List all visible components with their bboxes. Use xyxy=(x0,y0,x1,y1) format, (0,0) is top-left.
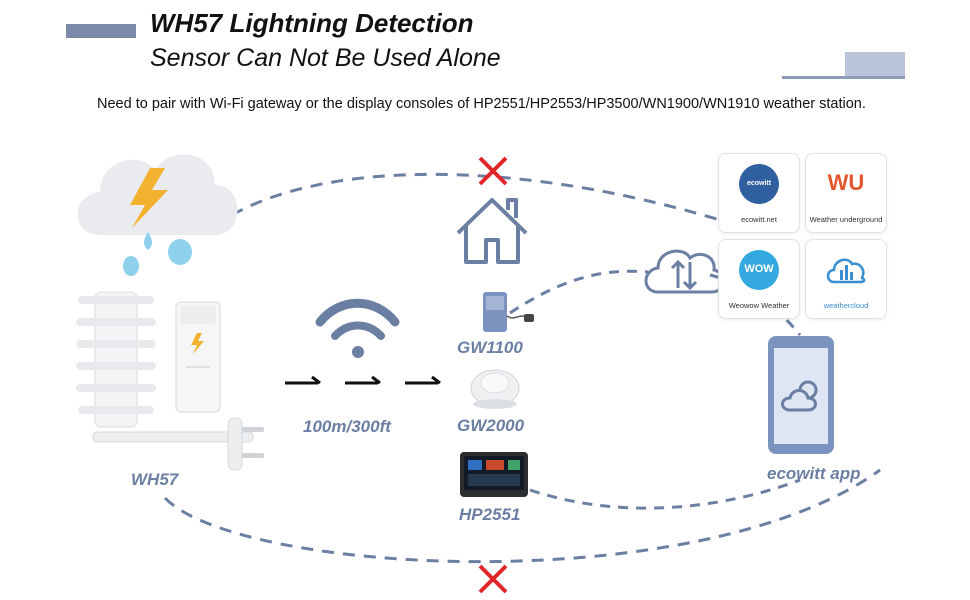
app-label: ecowitt app xyxy=(767,464,861,483)
weathercloud-logo-icon xyxy=(826,250,866,290)
ecowitt-logo-icon: ecowitt xyxy=(739,164,779,204)
cloud-sync-icon xyxy=(644,249,725,294)
top-connection-arc xyxy=(231,172,721,222)
weowow-logo-icon: WOW xyxy=(739,250,779,290)
storm-cloud-icon xyxy=(77,154,238,276)
service-label: weathercloud xyxy=(823,301,869,310)
service-label: ecowitt.net xyxy=(741,215,777,224)
home-icon xyxy=(456,198,528,264)
service-label: Weowow Weather xyxy=(728,301,790,310)
gateway-cloud-line xyxy=(509,269,649,315)
title-accent-line xyxy=(782,76,905,79)
gw1100-device-icon xyxy=(483,292,534,332)
console-app-line xyxy=(529,478,801,510)
wifi-icon xyxy=(315,298,400,358)
page-title: WH57 Lightning Detection xyxy=(150,8,474,38)
blocked-cross-icon-top xyxy=(478,156,508,186)
service-tile-weowow[interactable]: WOW Weowow Weather xyxy=(718,239,800,319)
blocked-cross-icon-bottom xyxy=(478,564,508,594)
service-tile-weathercloud[interactable]: weathercloud xyxy=(805,239,887,319)
wunderground-logo-icon: WU xyxy=(826,164,866,204)
device-label-gw1100: GW1100 xyxy=(457,338,523,357)
sensor-shield-icon xyxy=(76,291,264,471)
page-subtitle: Sensor Can Not Be Used Alone xyxy=(150,44,501,72)
signal-arrows xyxy=(285,375,441,385)
service-tile-wunderground[interactable]: WU Weather underground xyxy=(805,153,887,233)
description-text: Need to pair with Wi-Fi gateway or the d… xyxy=(97,96,866,112)
title-accent-bar xyxy=(66,24,136,38)
range-label: 100m/300ft xyxy=(303,417,391,436)
service-label: Weather underground xyxy=(809,215,883,224)
title-accent-block xyxy=(845,52,905,78)
sensor-label: WH57 xyxy=(131,470,179,489)
wh57-sensor-icon xyxy=(175,301,221,413)
smartphone-icon xyxy=(768,336,834,454)
bottom-connection-arc xyxy=(163,468,881,564)
device-label-hp2551: HP2551 xyxy=(459,505,521,524)
service-tile-ecowitt[interactable]: ecowitt ecowitt.net xyxy=(718,153,800,233)
device-label-gw2000: GW2000 xyxy=(457,416,525,435)
hp2551-console-icon xyxy=(460,452,528,497)
gw2000-device-icon xyxy=(470,369,520,409)
